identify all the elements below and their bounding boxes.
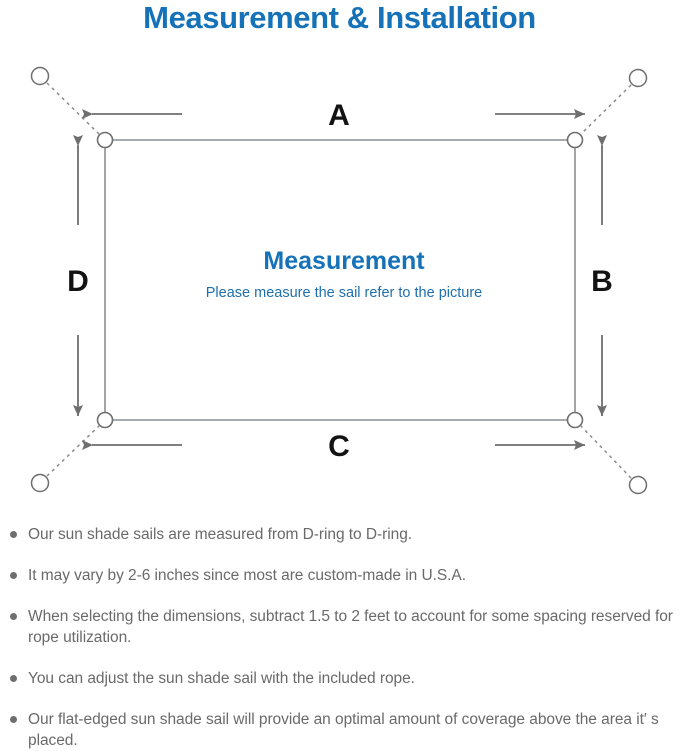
bullet-icon <box>10 675 17 682</box>
list-item: When selecting the dimensions, subtract … <box>0 606 679 648</box>
note-text: Our flat-edged sun shade sail will provi… <box>28 711 659 749</box>
diagram-center-heading: Measurement <box>263 247 425 275</box>
d-ring-bottom-right-icon <box>566 411 584 429</box>
list-item: You can adjust the sun shade sail with t… <box>0 668 679 689</box>
sail-measurement-diagram: A C D B Measurement Please measure the s… <box>0 50 679 515</box>
bullet-icon <box>10 613 17 620</box>
rope-bottom-left <box>46 425 100 477</box>
dimension-label-c: C <box>328 430 350 463</box>
rope-top-left <box>46 82 100 135</box>
page-title: Measurement & Installation <box>143 0 536 35</box>
dimension-label-d: D <box>67 265 89 298</box>
list-item: Our sun shade sails are measured from D-… <box>0 524 679 545</box>
rope-top-right <box>580 84 632 135</box>
note-text: You can adjust the sun shade sail with t… <box>28 670 415 687</box>
notes-list: Our sun shade sails are measured from D-… <box>0 524 679 751</box>
d-ring-top-right-icon <box>566 131 584 149</box>
diagram-center-subheading: Please measure the sail refer to the pic… <box>206 285 482 301</box>
dimension-label-b: B <box>591 265 613 298</box>
note-text: When selecting the dimensions, subtract … <box>28 608 673 646</box>
note-text: Our sun shade sails are measured from D-… <box>28 526 413 543</box>
note-text: It may vary by 2-6 inches since most are… <box>28 567 466 584</box>
bullet-icon <box>10 572 17 579</box>
bottom-right-anchor-icon <box>628 475 648 495</box>
d-ring-top-left-icon <box>96 131 114 149</box>
bottom-left-anchor-icon <box>30 473 50 493</box>
top-right-anchor-icon <box>628 68 648 88</box>
bullet-icon <box>10 531 17 538</box>
list-item: It may vary by 2-6 inches since most are… <box>0 565 679 586</box>
d-ring-bottom-left-icon <box>96 411 114 429</box>
top-left-anchor-icon <box>30 66 50 86</box>
bullet-icon <box>10 716 17 723</box>
dimension-label-a: A <box>328 99 350 132</box>
rope-bottom-right <box>580 425 632 479</box>
sail-body <box>104 139 576 421</box>
list-item: Our flat-edged sun shade sail will provi… <box>0 709 679 751</box>
